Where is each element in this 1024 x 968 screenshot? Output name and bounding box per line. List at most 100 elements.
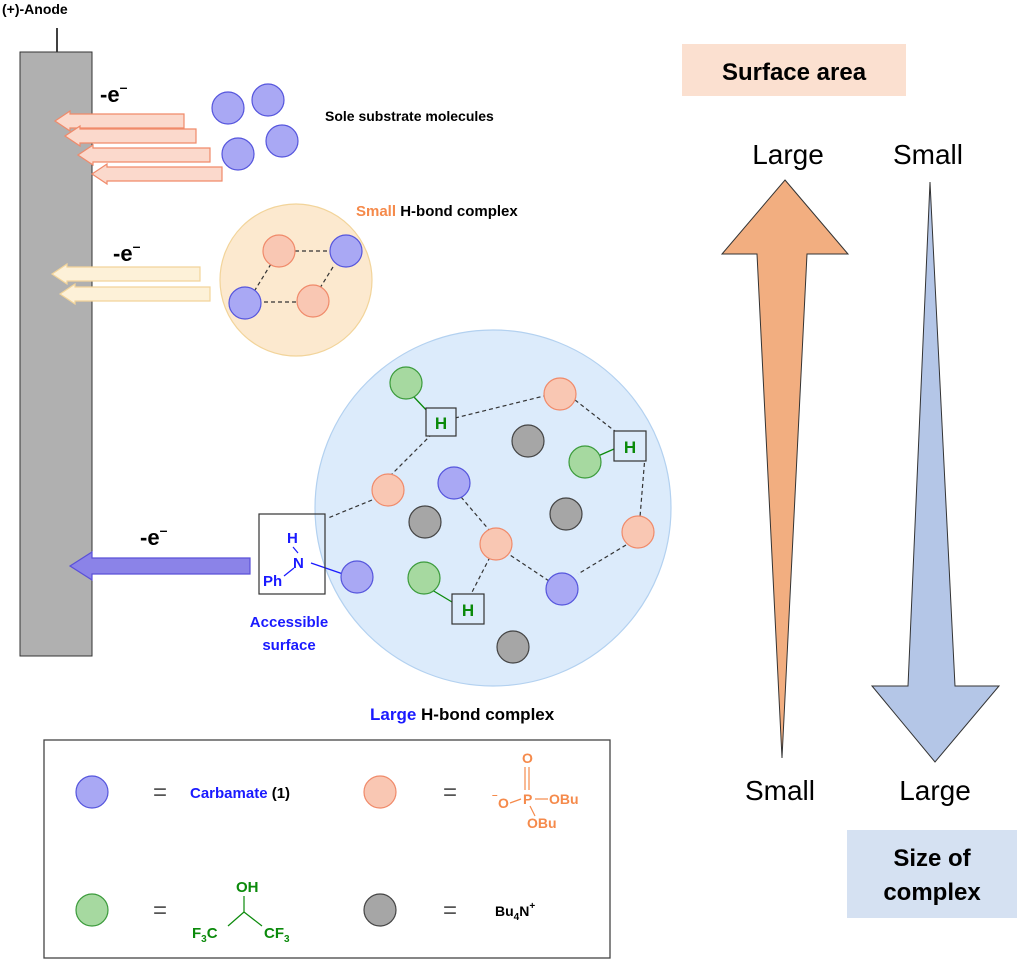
size-down-arrow bbox=[870, 181, 1001, 763]
carbamate-molecule bbox=[251, 83, 285, 117]
large-complex-bonds bbox=[327, 395, 646, 601]
covalent-bond bbox=[431, 589, 453, 603]
legend-carbamate-swatch bbox=[75, 775, 109, 809]
bu4n-molecule bbox=[496, 630, 530, 664]
small-complex-bonds bbox=[254, 250, 334, 303]
peach-arrows bbox=[50, 262, 211, 306]
phosphate-molecule bbox=[371, 473, 405, 507]
h-bond bbox=[254, 263, 272, 291]
carbamate-molecule bbox=[329, 234, 363, 268]
carbamate-molecule bbox=[545, 572, 579, 606]
anode-electrode bbox=[19, 51, 93, 657]
accessible-surface-box bbox=[258, 513, 326, 595]
h-bond bbox=[327, 499, 373, 519]
anode-group: (+)-Anode bbox=[2, 1, 93, 657]
h-bond bbox=[506, 552, 550, 582]
h-atom: H bbox=[462, 601, 474, 620]
legend-carbamate-label: Carbamate (1) bbox=[190, 785, 290, 802]
substrate-arrows bbox=[53, 109, 223, 186]
nph-bond bbox=[283, 567, 295, 577]
size-small: Small bbox=[893, 139, 963, 170]
electron-label-top: -e– bbox=[100, 79, 128, 107]
c-c-bond bbox=[243, 911, 263, 927]
electron-arrow bbox=[53, 109, 185, 133]
electron-label-bottom: -e– bbox=[140, 522, 168, 550]
h-atom: H bbox=[624, 438, 636, 457]
electron-arrow bbox=[50, 262, 201, 286]
h-bond bbox=[460, 496, 491, 532]
phosphate-molecule bbox=[621, 515, 655, 549]
p-o-bond bbox=[509, 798, 522, 804]
accessible-label-line1: Accessible bbox=[250, 614, 328, 631]
electron-arrow bbox=[76, 143, 211, 167]
substrate-molecules bbox=[211, 83, 299, 171]
surface-area-title: Surface area bbox=[722, 59, 867, 86]
legend-equals: = bbox=[443, 897, 457, 924]
bu4n-molecule bbox=[511, 424, 545, 458]
phosphate-o-minus: O bbox=[498, 795, 509, 811]
size-of-complex-line1: Size of bbox=[893, 845, 971, 872]
electron-arrow bbox=[90, 162, 223, 186]
h-bond bbox=[387, 423, 443, 479]
small-complex-label: Small H-bond complex bbox=[356, 203, 518, 220]
size-of-complex-box bbox=[847, 830, 1017, 918]
hfip-cf3: CF3 bbox=[264, 925, 290, 945]
hfip-molecule bbox=[407, 561, 441, 595]
legend-equals: = bbox=[443, 779, 457, 806]
covalent-bond bbox=[597, 448, 615, 457]
phosphate-molecule bbox=[262, 234, 296, 268]
surface-area-small: Small bbox=[745, 775, 815, 806]
electron-arrow bbox=[58, 282, 211, 306]
legend-hfip-swatch bbox=[75, 893, 109, 927]
h-bond bbox=[574, 399, 617, 433]
phosphate-bonds bbox=[509, 767, 548, 817]
phosphate-minus: – bbox=[492, 790, 498, 801]
aniline-n: N bbox=[293, 555, 304, 572]
phosphate-molecule bbox=[479, 527, 513, 561]
phosphate-o-top: O bbox=[522, 750, 533, 766]
legend-hfip-structure: OH F3C CF3 bbox=[192, 879, 290, 945]
h-atom: H bbox=[435, 414, 447, 433]
legend-equals: = bbox=[153, 779, 167, 806]
large-complex-molecules bbox=[340, 366, 655, 664]
electron-arrow-large bbox=[68, 550, 251, 582]
anode-label: (+)-Anode bbox=[2, 1, 68, 17]
h-bond bbox=[467, 556, 491, 601]
h-bond bbox=[577, 544, 627, 575]
large-complex-label: Large H-bond complex bbox=[370, 705, 555, 724]
legend-bu4n-swatch bbox=[363, 893, 397, 927]
carbamate-molecule bbox=[340, 560, 374, 594]
hfip-bonds bbox=[227, 896, 263, 927]
size-large: Large bbox=[899, 775, 971, 806]
n-bond bbox=[310, 562, 344, 575]
hfip-f3c: F3C bbox=[192, 925, 218, 945]
hfip-oh: OH bbox=[236, 879, 259, 896]
phosphate-obu-right: OBu bbox=[549, 791, 579, 807]
phosphate-molecule bbox=[296, 284, 330, 318]
h-box bbox=[451, 593, 485, 625]
legend-phosphate-swatch bbox=[363, 775, 397, 809]
carbamate-molecule bbox=[221, 137, 255, 171]
substrate-label: Sole substrate molecules bbox=[325, 108, 494, 124]
surface-area-up-arrow bbox=[720, 179, 850, 759]
legend-equals: = bbox=[153, 897, 167, 924]
h-bond bbox=[639, 455, 646, 518]
phosphate-obu-bottom: OBu bbox=[527, 815, 557, 831]
p-o-bond bbox=[529, 805, 536, 817]
h-boxes: H H H bbox=[425, 407, 647, 625]
bu4n-molecule bbox=[549, 497, 583, 531]
bu4n-molecule bbox=[408, 505, 442, 539]
phosphate-p: P bbox=[523, 791, 532, 807]
legend-box bbox=[43, 739, 611, 959]
hfip-molecule bbox=[389, 366, 423, 400]
surface-area-box bbox=[682, 44, 906, 96]
aniline-ph: Ph bbox=[263, 573, 282, 590]
hfip-molecule bbox=[568, 445, 602, 479]
electron-label-middle: -e– bbox=[113, 238, 141, 266]
carbamate-molecule bbox=[437, 466, 471, 500]
h-bond bbox=[454, 395, 545, 419]
nh-bond bbox=[292, 546, 299, 554]
accessible-label-line2: surface bbox=[262, 637, 315, 654]
legend-phosphate-structure: O P O – OBu OBu bbox=[492, 750, 579, 831]
